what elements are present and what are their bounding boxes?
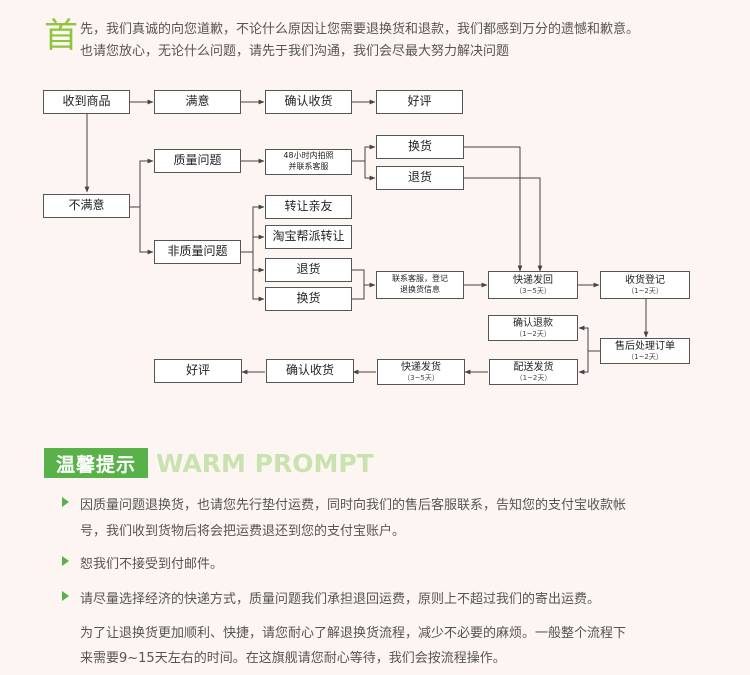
node-satisfied-label: 满意	[185, 94, 210, 109]
node-confirm-refund-label: 确认退款	[513, 317, 553, 329]
arrow-return-contact	[352, 269, 376, 288]
node-exchange-nq-label: 换货	[296, 291, 321, 306]
tip-1b: 号，我们收到货物后将会把运费退还到您的支付宝账户。	[80, 524, 406, 539]
node-express-return-label: 快递发回	[513, 274, 553, 286]
arrow-nq-transfer	[241, 204, 265, 253]
node-taobao-transfer: 淘宝帮派转让	[265, 225, 352, 249]
node-taobao-transfer-label: 淘宝帮派转让	[272, 229, 345, 244]
node-unsatisfied-label: 不满意	[68, 198, 105, 213]
arrow-aftersales-refund	[578, 325, 600, 352]
bullet-arrow-icon	[62, 556, 69, 566]
node-photo-contact: 48小时内拍照 并联系客服	[265, 149, 352, 175]
node-photo-contact-label: 48小时内拍照 并联系客服	[283, 151, 334, 171]
node-return-quality-label: 退货	[407, 170, 432, 185]
node-return-quality: 退货	[376, 166, 464, 190]
tip-3: 请尽量选择经济的快递方式，质量问题我们承担退回运费，原则上不超过我们的寄出运费。	[80, 592, 601, 607]
node-good-review-bottom-label: 好评	[185, 363, 210, 378]
node-receipt-register-days: （1~2天）	[627, 286, 663, 295]
tip-2: 恕我们不接受到付邮件。	[80, 557, 224, 572]
node-non-quality-issue-label: 非质量问题	[167, 244, 228, 259]
node-received: 收到商品	[43, 90, 130, 114]
node-good-review-top-label: 好评	[407, 94, 432, 109]
intro-line-2: 也请您放心，无论什么问题，请先于我们沟通，我们会尽最大努力解决问题	[80, 44, 510, 59]
node-quality-issue: 质量问题	[154, 149, 241, 173]
tip-4b: 来需要9~15天左右的时间。在这旗舰请您耐心等待，我们会按流程操作。	[80, 651, 506, 666]
node-express-send: 快递发货（3~5天）	[377, 359, 465, 385]
node-non-quality-issue: 非质量问题	[154, 240, 241, 264]
node-confirm-refund: 确认退款（1~2天）	[488, 315, 578, 341]
node-receipt-register-label: 收货登记	[625, 274, 665, 286]
tips-title-en: WARM PROMPT	[156, 448, 374, 478]
node-after-sales-days: （1~2天）	[627, 352, 663, 361]
arrow-returnq-express	[464, 177, 543, 272]
node-dispatch-label: 配送发货	[513, 361, 554, 373]
flow-connectors	[84, 99, 649, 375]
node-receipt-register: 收货登记（1~2天）	[600, 271, 690, 299]
node-return-nq: 退货	[265, 258, 352, 282]
arrow-nq-exchange	[252, 270, 265, 302]
arrow-exchange-contact	[352, 285, 365, 300]
node-transfer-friend-label: 转让亲友	[284, 199, 333, 214]
node-exchange-nq: 换货	[265, 287, 352, 311]
arrow-exchange-express	[464, 146, 523, 272]
node-contact-register: 联系客服，登记 退换货信息	[376, 271, 464, 299]
node-good-review-bottom: 好评	[154, 359, 242, 383]
node-return-nq-label: 退货	[296, 262, 321, 277]
node-after-sales: 售后处理订单（1~2天）	[600, 338, 690, 364]
node-unsatisfied: 不满意	[43, 194, 130, 218]
arrow-unsatisfied-quality	[130, 158, 154, 208]
arrow-unsatisfied-nonquality	[139, 207, 154, 255]
node-express-send-days: （3~5天）	[403, 373, 439, 382]
node-received-label: 收到商品	[62, 94, 111, 109]
node-good-review-top: 好评	[376, 90, 463, 114]
node-express-return: 快递发回（3~5天）	[488, 271, 578, 299]
node-confirm-receipt-bottom: 确认收货	[266, 359, 354, 383]
node-satisfied: 满意	[154, 90, 241, 114]
node-confirm-receipt-bottom-label: 确认收货	[285, 363, 334, 378]
tip-1a: 因质量问题退换货，也请您先行垫付运费，同时向我们的售后客服联系，告知您的支付宝收…	[80, 498, 627, 513]
arrow-photo-exchange	[352, 144, 376, 162]
tip-4a: 为了让退换货更加顺利、快捷，请您耐心了解退换货流程，减少不必要的麻烦。一般整个流…	[80, 626, 627, 641]
node-confirm-receipt-top: 确认收货	[265, 90, 352, 114]
tips-title: 温馨提示	[44, 448, 148, 478]
intro: 首 先，我们真诚的向您道歉，不论什么原因让您需要退换货和退款，我们都感到万分的遗…	[0, 0, 750, 70]
node-confirm-refund-days: （1~2天）	[515, 329, 551, 338]
node-after-sales-label: 售后处理订单	[615, 340, 675, 352]
node-express-return-days: （3~5天）	[515, 286, 551, 295]
bullet-arrow-icon	[62, 591, 69, 601]
node-exchange-quality-label: 换货	[407, 139, 432, 154]
node-confirm-receipt-top-label: 确认收货	[284, 94, 333, 109]
node-dispatch-days: （1~2天）	[515, 373, 552, 382]
node-express-send-label: 快递发货	[401, 361, 441, 373]
arrow-nq-return	[252, 252, 265, 273]
node-quality-issue-label: 质量问题	[173, 153, 222, 168]
arrow-aftersales-dispatch	[578, 351, 589, 375]
intro-first-char: 首	[44, 16, 78, 56]
node-exchange-quality: 换货	[376, 135, 464, 159]
node-dispatch: 配送发货（1~2天）	[489, 359, 578, 385]
node-transfer-friend: 转让亲友	[265, 195, 352, 219]
node-contact-register-label: 联系客服，登记 退换货信息	[392, 274, 448, 294]
bullet-arrow-icon	[62, 497, 69, 507]
intro-line-1: 先，我们真诚的向您道歉，不论什么原因让您需要退换货和退款，我们都感到万分的遗憾和…	[80, 22, 640, 37]
arrow-photo-return	[364, 161, 376, 181]
